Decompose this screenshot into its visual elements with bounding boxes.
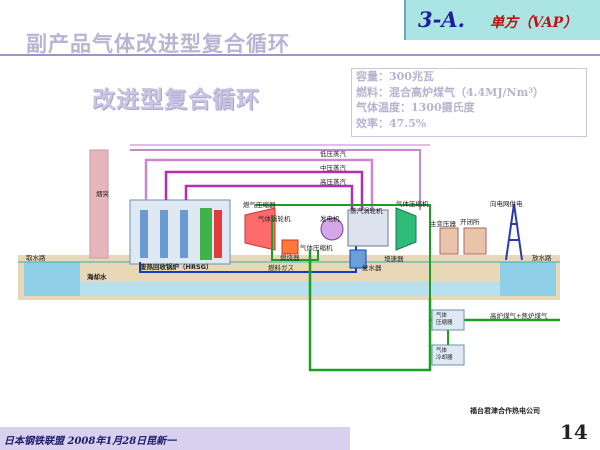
label-steam-turbine: 蒸汽涡轮机 <box>350 207 383 215</box>
gas-turbine <box>244 207 276 251</box>
spec-box: 容量：300兆瓦 燃料：混合高炉煤气（4.4MJ/Nm³） 气体温度：1300摄… <box>351 68 587 137</box>
power-tower <box>505 203 523 261</box>
spec-gas-temperature: 气体温度：1300摄氏度 <box>356 101 475 114</box>
label-lp-steam: 低压蒸汽 <box>320 150 346 158</box>
credit: 福台君津合作热电公司 <box>470 407 540 415</box>
label-cooling-water: 海却水 <box>87 273 107 281</box>
slide-tag-number: 3-A. <box>418 7 465 32</box>
footer-bar <box>0 427 350 450</box>
label-cooler: 增速器 <box>384 255 404 263</box>
gas-to-compressor-line <box>308 250 432 372</box>
hp-steam-line <box>184 184 354 210</box>
gas-top-line <box>255 204 431 298</box>
chimney <box>89 149 109 259</box>
page-number: 14 <box>560 420 588 444</box>
gas-compressor-unit <box>395 207 417 251</box>
condenser <box>349 249 367 269</box>
footer-text: 日本钢铁联盟 2008年1月28日昆新一 <box>4 436 177 447</box>
page-title: 副产品气体改进型复合循环 <box>26 32 290 56</box>
gas-branch-line <box>271 215 319 261</box>
label-discharge: 放水路 <box>532 254 552 262</box>
lp-steam-line <box>144 158 374 210</box>
main-transformer <box>439 227 459 255</box>
label-gas-cooler: 气体 冷却器 <box>436 348 453 361</box>
label-chimney: 烟突 <box>96 190 109 198</box>
label-switchyard: 开闭所 <box>460 218 480 226</box>
discharge-basin <box>500 262 556 296</box>
label-hp-steam: 高压蒸汽 <box>320 178 346 186</box>
generator <box>320 217 344 241</box>
intake-basin <box>24 262 80 296</box>
slide-tag-subtitle: 单方（VAP） <box>490 15 578 31</box>
label-intake: 取水路 <box>26 254 46 262</box>
spec-efficiency: 效率：47.5% <box>356 116 427 130</box>
label-generator: 发电机 <box>320 215 340 223</box>
spec-capacity: 容量：300兆瓦 <box>356 70 434 83</box>
section-title: 改进型复合循环 <box>92 87 260 113</box>
steam-turbine <box>347 209 389 247</box>
switchyard <box>463 227 487 255</box>
label-gas-turbine: 气体涡轮机 <box>258 215 291 223</box>
combustor <box>281 239 299 255</box>
title-rule <box>0 54 600 56</box>
slide-tag: 3-A. 单方（VAP） <box>404 0 600 40</box>
label-fuel-gas: 燃料ガス <box>268 264 294 272</box>
label-combustor: 燃烧器 <box>280 254 300 262</box>
label-bfg: 高炉煤气+焦炉煤气 <box>490 312 548 320</box>
label-hrsg: 废热回收锅炉（HRSG） <box>140 263 213 271</box>
spec-fuel: 燃料：混合高炉煤气（4.4MJ/Nm³） <box>356 85 545 99</box>
label-condenser: 复水器 <box>362 264 382 272</box>
label-gas-compressor-2: 气体压缩机 <box>300 244 333 252</box>
label-main-transformer: 主变压器 <box>430 220 456 228</box>
label-gas-holder: 气体 压缩器 <box>436 313 453 326</box>
water-channel <box>80 282 500 296</box>
label-mp-steam: 中压蒸汽 <box>320 164 346 172</box>
label-fuel-gas-compressor: 燃气压缩器 <box>243 201 276 209</box>
return-line <box>130 149 421 210</box>
mp-steam-line <box>164 170 364 210</box>
label-gas-compressor: 气体压缩机 <box>396 200 429 208</box>
label-to-grid: 向电网供电 <box>490 200 523 208</box>
